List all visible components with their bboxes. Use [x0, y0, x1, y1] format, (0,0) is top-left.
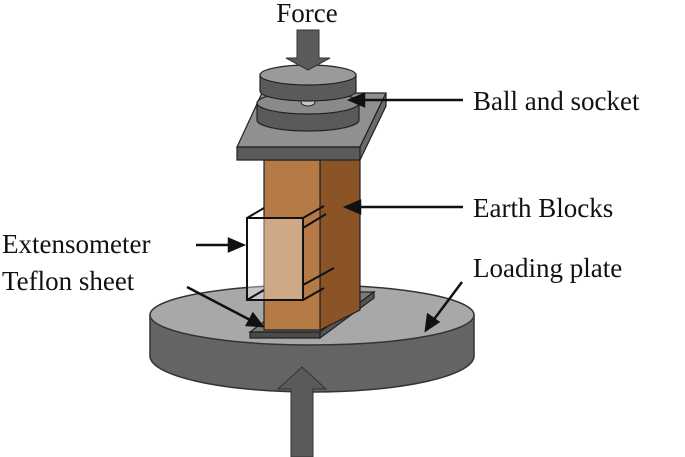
- top-force-arrow: [285, 29, 331, 71]
- earth-blocks-label: Earth Blocks: [473, 193, 613, 223]
- loading-plate-label: Loading plate: [473, 253, 622, 283]
- extensometer-front: [246, 205, 335, 301]
- leader-arrows: [186, 92, 463, 333]
- ball-and-socket-label: Ball and socket: [473, 86, 640, 116]
- force-label: Force: [276, 0, 337, 28]
- teflon-sheet-label: Teflon sheet: [2, 266, 135, 296]
- bottom-force-arrow: [276, 366, 328, 457]
- ball-and-socket: [256, 64, 360, 132]
- earth-block-side: [319, 139, 361, 331]
- extensometer-label: Extensometer: [2, 229, 150, 259]
